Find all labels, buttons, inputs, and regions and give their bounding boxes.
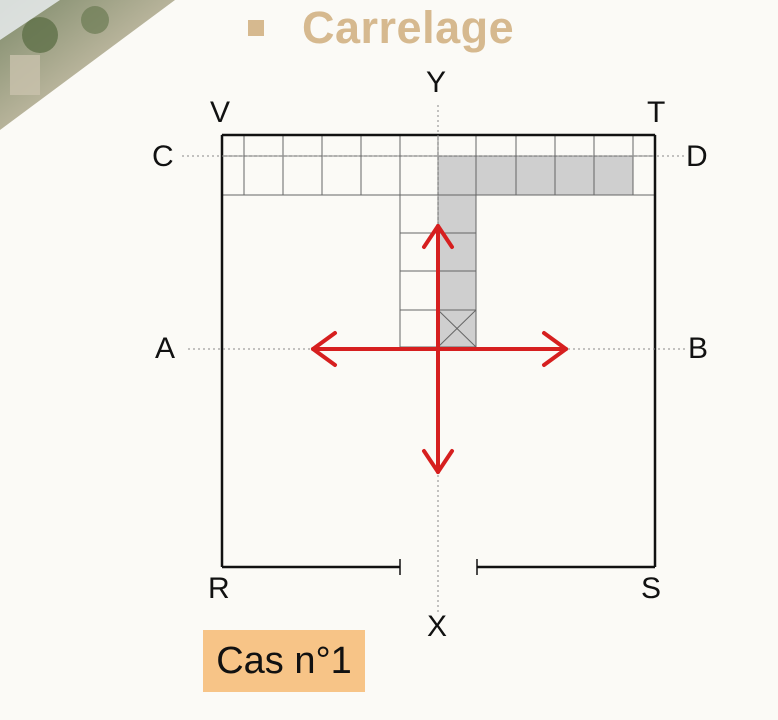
slide-title: Carrelage [302, 2, 515, 53]
label-r: R [208, 572, 230, 605]
case-label: Cas n°1 [203, 630, 365, 692]
arrowhead-down [422, 449, 454, 474]
label-a: A [155, 332, 176, 365]
red-arrows [311, 224, 568, 474]
title-row: Carrelage [248, 0, 514, 56]
label-s: S [641, 572, 662, 605]
axes [182, 105, 686, 612]
room-walls [220, 133, 657, 569]
arrowhead-up [422, 224, 454, 249]
filled-tile-row [438, 156, 633, 195]
bullet-icon [248, 20, 264, 36]
label-t: T [647, 96, 666, 129]
label-b: B [688, 332, 709, 365]
arrowhead-left [311, 331, 337, 367]
door-marks [399, 559, 478, 575]
label-x: X [427, 610, 448, 643]
label-y: Y [426, 66, 447, 99]
label-d: D [686, 140, 708, 173]
label-v: V [210, 96, 231, 129]
arrowhead-right [542, 331, 568, 367]
corner-photo-image [0, 0, 175, 130]
label-c: C [152, 140, 174, 173]
